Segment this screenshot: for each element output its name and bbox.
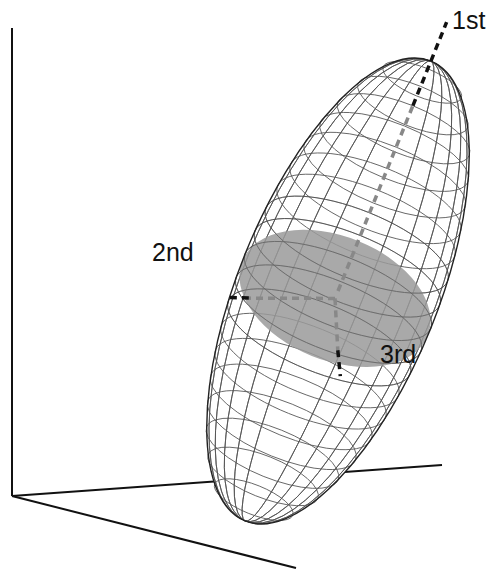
axis-label: 1st (452, 8, 485, 33)
latitude-ring (216, 269, 423, 406)
latitude-ring (223, 245, 434, 384)
meridian-line (156, 25, 501, 557)
principal-axes (214, 0, 478, 376)
axis-label: 3rd (380, 342, 416, 367)
meridian-line (180, 35, 497, 548)
axis-label: 2nd (152, 240, 194, 265)
meridian-line (199, 42, 478, 539)
meridian-line (156, 25, 501, 557)
ellipsoid (151, 0, 501, 558)
latitude-ring (197, 404, 347, 503)
meridian-line (180, 35, 497, 548)
meridian-line (199, 42, 478, 539)
